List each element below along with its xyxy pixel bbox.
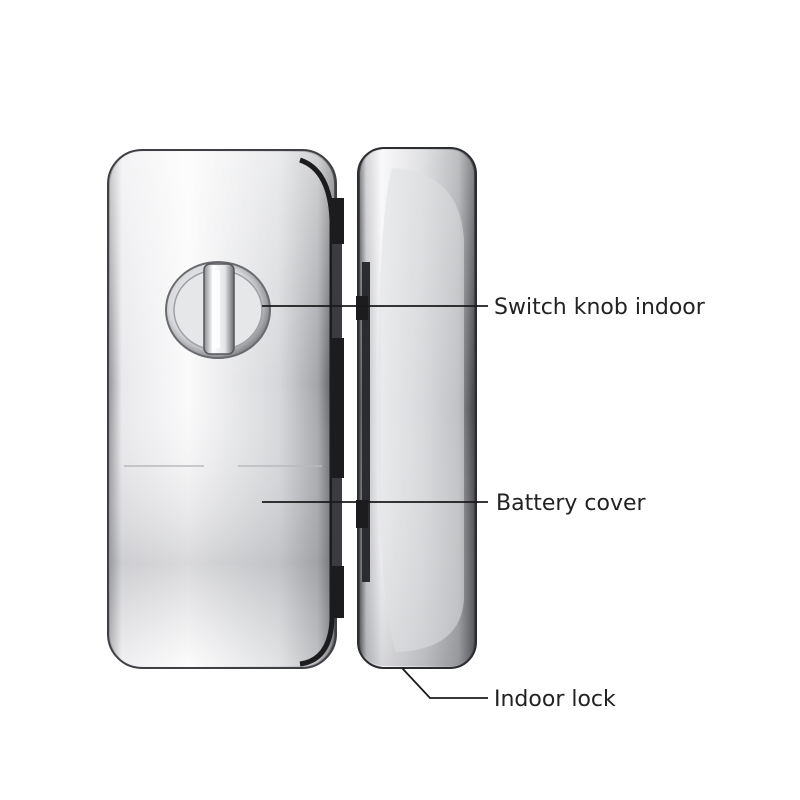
left-body-sheen bbox=[110, 152, 334, 666]
clamp-tab-bottom bbox=[330, 566, 344, 618]
right-body-face bbox=[378, 168, 464, 652]
switch-knob bbox=[165, 261, 271, 359]
label-switch-knob: Switch knob indoor bbox=[494, 295, 706, 320]
leader-indoor-lock bbox=[401, 667, 488, 699]
right-edge-strip bbox=[362, 262, 370, 582]
label-battery-cover: Battery cover bbox=[496, 491, 647, 516]
indoor-lock-body bbox=[356, 147, 477, 669]
right-edge-notch-bottom bbox=[356, 500, 368, 528]
clamp-tab-top bbox=[330, 198, 344, 244]
clamp-tab-middle bbox=[330, 338, 344, 478]
right-edge-notch-top bbox=[356, 296, 368, 320]
label-indoor-lock: Indoor lock bbox=[494, 687, 616, 712]
switch-knob-grip-highlight bbox=[212, 270, 220, 348]
main-lock-body bbox=[107, 149, 344, 669]
